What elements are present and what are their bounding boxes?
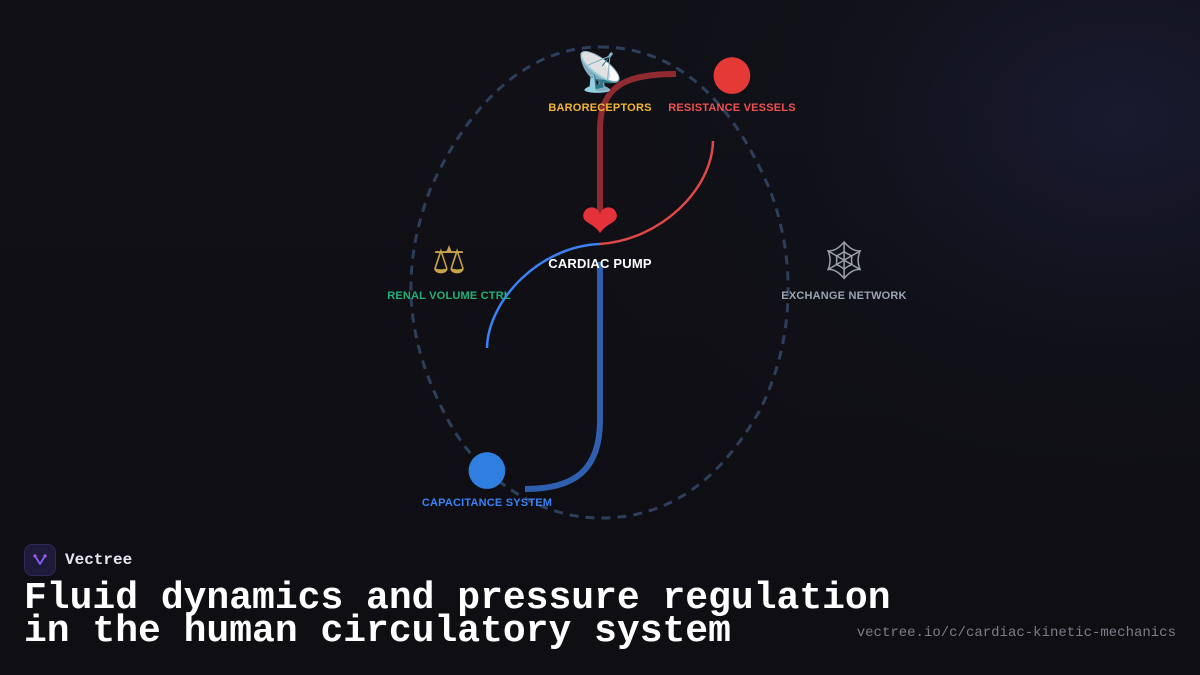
- vectree-logo-icon: [24, 544, 56, 576]
- title-line-2: in the human circulatory system: [24, 610, 731, 653]
- node-cardiac-pump[interactable]: ❤ CARDIAC PUMP: [480, 196, 720, 271]
- node-label: BARORECEPTORS: [548, 102, 652, 114]
- node-renal-volume-ctrl[interactable]: ⚖ RENAL VOLUME CTRL: [329, 238, 569, 302]
- page-title: Fluid dynamics and pressure regulation i…: [24, 577, 924, 653]
- title-line-1: Fluid dynamics and pressure regulation: [24, 577, 891, 620]
- heart-icon: ❤: [580, 194, 620, 248]
- node-exchange-network[interactable]: 🕸 EXCHANGE NETWORK: [724, 238, 964, 302]
- satellite-antenna-icon: 📡: [576, 50, 624, 94]
- venous-branch-path: [485, 242, 601, 349]
- node-baroreceptors[interactable]: 📡 BARORECEPTORS: [480, 50, 720, 114]
- arterial-trunk-path: [597, 71, 677, 222]
- node-label: EXCHANGE NETWORK: [781, 290, 907, 302]
- brand[interactable]: Vectree: [24, 544, 132, 576]
- node-label: RESISTANCE VESSELS: [668, 102, 796, 114]
- node-label: CARDIAC PUMP: [548, 256, 652, 271]
- orbit-ring: [409, 45, 790, 520]
- node-capacitance-system[interactable]: ● CAPACITANCE SYSTEM: [367, 439, 607, 509]
- arterial-branch-path: [599, 140, 715, 246]
- node-resistance-vessels[interactable]: ● RESISTANCE VESSELS: [612, 44, 852, 114]
- brand-name: Vectree: [65, 551, 133, 569]
- red-circle-icon: ●: [711, 44, 753, 100]
- node-label: CAPACITANCE SYSTEM: [421, 497, 553, 509]
- balance-scale-icon: ⚖: [431, 238, 467, 282]
- blue-circle-icon: ●: [466, 439, 508, 495]
- spider-web-icon: 🕸: [819, 238, 869, 282]
- node-label: RENAL VOLUME CTRL: [387, 290, 511, 302]
- venous-trunk-path: [524, 262, 603, 492]
- source-url[interactable]: vectree.io/c/cardiac-kinetic-mechanics: [856, 625, 1176, 641]
